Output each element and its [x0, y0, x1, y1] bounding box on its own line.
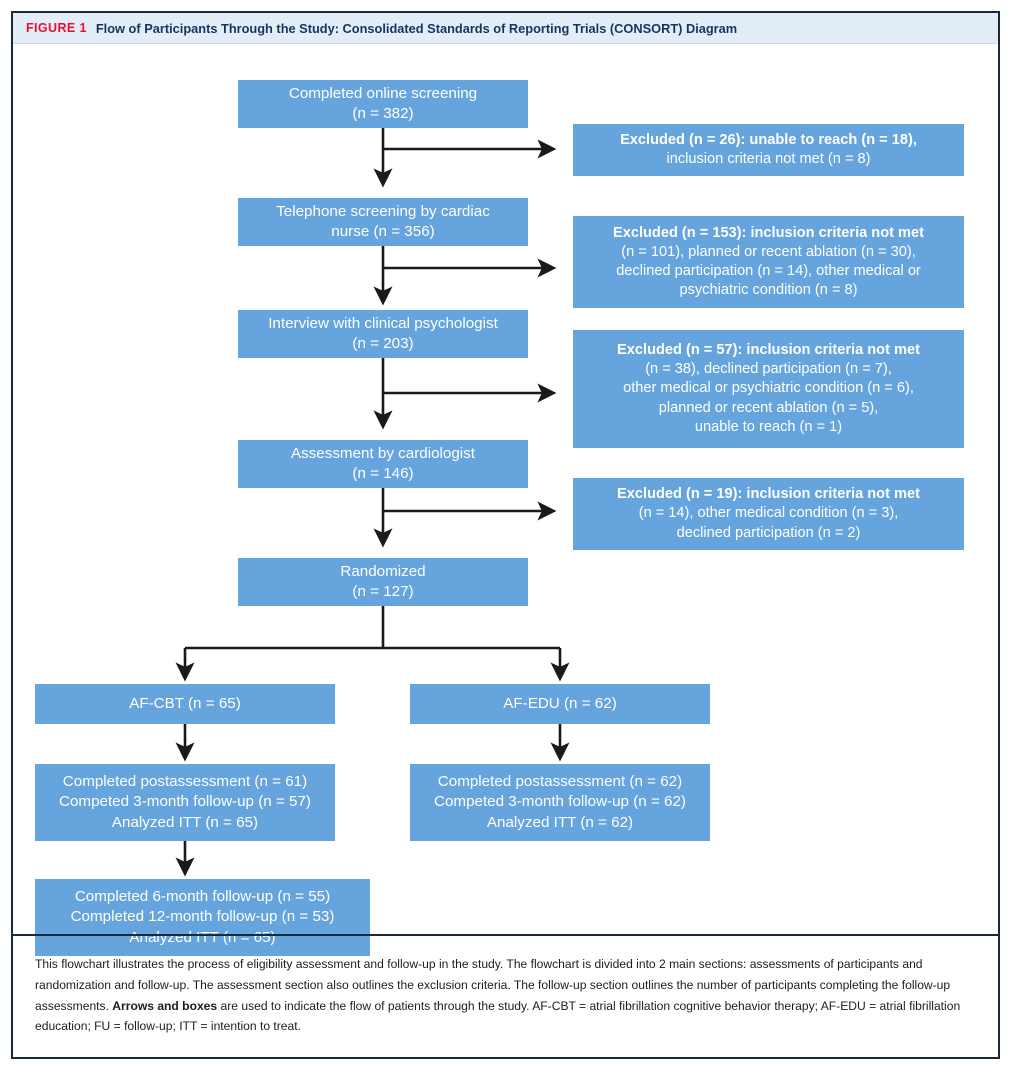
- box-cbt-followup: Completed postassessment (n = 61) Compet…: [35, 764, 335, 841]
- box-telephone-screening: Telephone screening by cardiac nurse (n …: [238, 198, 528, 246]
- exclusion-count: Excluded (n = 26): [620, 131, 741, 148]
- caption-part-2: are used to indicate the flow of patient…: [35, 998, 961, 1034]
- box-randomized: Randomized (n = 127): [238, 558, 528, 606]
- box-exclusion-4: Excluded (n = 19): inclusion criteria no…: [573, 478, 964, 550]
- box-line: Completed postassessment (n = 62): [437, 773, 683, 791]
- box-line: Excluded (n = 153): inclusion criteria n…: [581, 224, 956, 243]
- box-line: declined participation (n = 2): [676, 524, 861, 541]
- box-line: Assessment by cardiologist: [290, 444, 475, 462]
- box-line: (n = 203): [352, 335, 414, 352]
- box-line: inclusion criteria not met (n = 8): [666, 151, 871, 167]
- consort-diagram: Completed online screening (n = 382) Tel…: [13, 44, 998, 956]
- box-line: (n = 14), other medical condition (n = 3…: [638, 505, 899, 522]
- exclusion-count: Excluded (n = 19): [617, 486, 738, 503]
- box-exclusion-2: Excluded (n = 153): inclusion criteria n…: [573, 216, 964, 308]
- box-line: Telephone screening by cardiac: [276, 202, 490, 220]
- box-exclusion-1: Excluded (n = 26): unable to reach (n = …: [573, 124, 964, 176]
- box-exclusion-3: Excluded (n = 57): inclusion criteria no…: [573, 330, 964, 448]
- figure-tag: FIGURE 1: [26, 21, 87, 35]
- box-completed-online-screening: Completed online screening (n = 382): [238, 80, 528, 128]
- box-edu-followup: Completed postassessment (n = 62) Compet…: [410, 764, 710, 841]
- box-arm-af-edu: AF-EDU (n = 62): [410, 684, 710, 724]
- box-line: planned or recent ablation (n = 5),: [658, 399, 879, 416]
- box-line: nurse (n = 356): [331, 223, 435, 240]
- figure-header: FIGURE 1 Flow of Participants Through th…: [13, 13, 998, 44]
- exclusion-detail: : unable to reach (n = 18),: [740, 131, 917, 148]
- exclusion-detail: : inclusion criteria not met: [737, 341, 920, 358]
- box-line: (n = 146): [352, 465, 414, 482]
- box-line: (n = 101), planned or recent ablation (n…: [621, 243, 916, 260]
- exclusion-count: Excluded (n = 57): [617, 341, 738, 358]
- box-line: Completed 6-month follow-up (n = 55): [74, 888, 331, 906]
- box-arm-af-cbt: AF-CBT (n = 65): [35, 684, 335, 724]
- box-line: Competed 3-month follow-up (n = 62): [434, 793, 686, 811]
- box-line: AF-EDU (n = 62): [503, 694, 617, 712]
- box-line: Completed postassessment (n = 61): [62, 773, 308, 791]
- caption-emphasis: Arrows and boxes: [112, 998, 218, 1013]
- box-line: AF-CBT (n = 65): [129, 694, 241, 712]
- box-line: Excluded (n = 26): unable to reach (n = …: [581, 131, 956, 150]
- box-assessment-cardiologist: Assessment by cardiologist (n = 146): [238, 440, 528, 488]
- box-line: Competed 3-month follow-up (n = 57): [59, 793, 311, 811]
- box-cbt-longterm-followup: Completed 6-month follow-up (n = 55) Com…: [35, 879, 370, 956]
- exclusion-detail: : inclusion criteria not met: [737, 486, 920, 503]
- box-line: other medical or psychiatric condition (…: [623, 380, 914, 397]
- figure-title: Flow of Participants Through the Study: …: [95, 20, 738, 36]
- box-line: Interview with clinical psychologist: [268, 314, 498, 332]
- exclusion-count: Excluded (n = 153): [612, 224, 742, 241]
- box-line: Analyzed ITT (n = 65): [111, 813, 259, 831]
- exclusion-detail: : inclusion criteria not met: [741, 224, 924, 241]
- box-line: Completed online screening: [288, 84, 478, 102]
- box-interview-psychologist: Interview with clinical psychologist (n …: [238, 310, 528, 358]
- box-line: Analyzed ITT (n = 65): [129, 928, 276, 946]
- caption-part-1: This flowchart illustrates the process o…: [35, 957, 951, 1013]
- box-line: Completed 12-month follow-up (n = 53): [70, 908, 335, 926]
- box-line: Excluded (n = 57): inclusion criteria no…: [581, 341, 956, 360]
- box-line: psychiatric condition (n = 8): [679, 282, 858, 299]
- box-line: (n = 127): [352, 583, 414, 600]
- box-line: Analyzed ITT (n = 62): [486, 813, 634, 831]
- figure-caption: This flowchart illustrates the process o…: [13, 934, 998, 1057]
- box-line: Randomized: [340, 562, 426, 580]
- box-line: Excluded (n = 19): inclusion criteria no…: [581, 485, 956, 504]
- box-line: (n = 382): [352, 105, 414, 122]
- box-line: declined participation (n = 14), other m…: [616, 263, 921, 279]
- box-line: (n = 38), declined participation (n = 7)…: [645, 361, 892, 378]
- figure-frame: FIGURE 1 Flow of Participants Through th…: [11, 11, 1000, 1059]
- box-line: unable to reach (n = 1): [694, 418, 843, 435]
